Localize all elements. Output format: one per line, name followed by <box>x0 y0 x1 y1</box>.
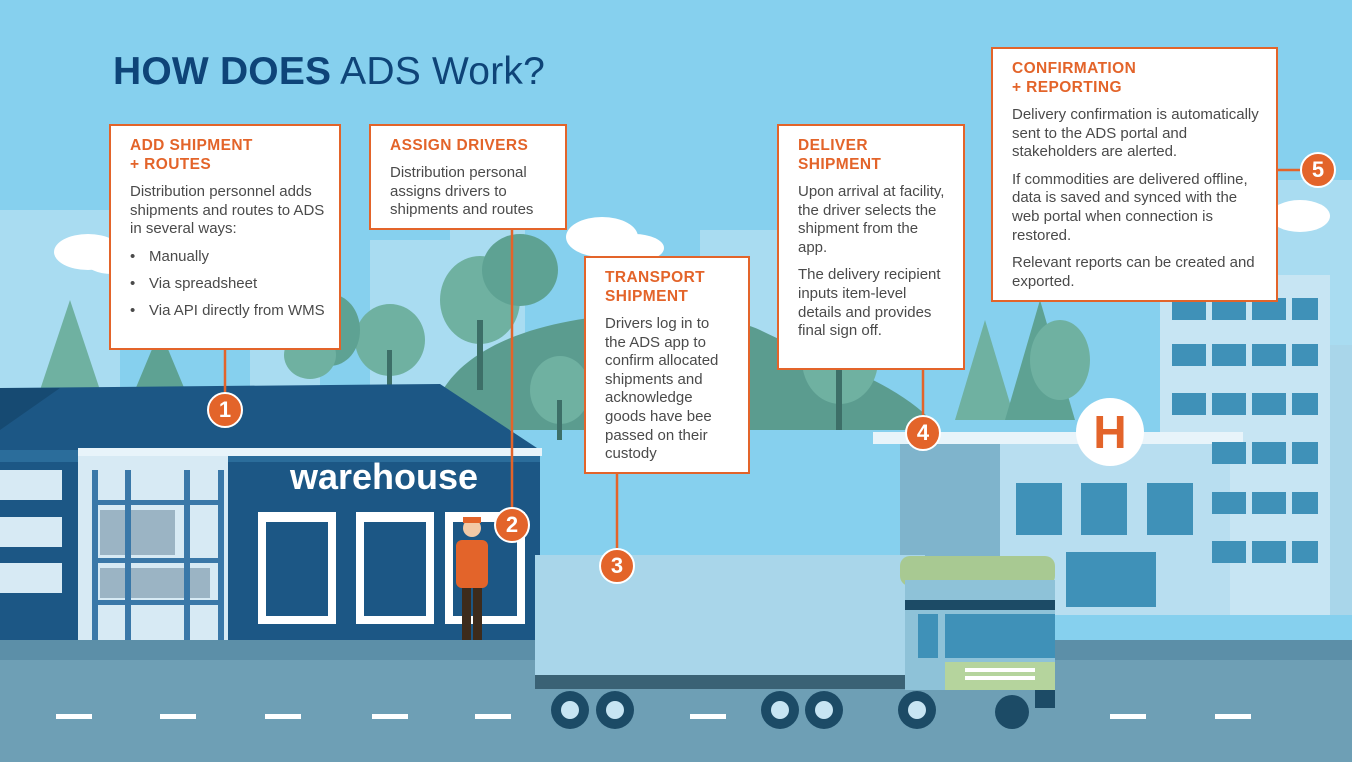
title-rest: ADS Work? <box>340 50 545 93</box>
hospital-sign: H <box>1093 406 1127 458</box>
step-text: Delivery confirmation is automatically s… <box>1012 106 1259 161</box>
step-card-5: CONFIRMATION + REPORTING Delivery confir… <box>991 47 1278 302</box>
step-text: Distribution personnel adds shipments an… <box>130 183 325 238</box>
step-number-badge-2: 2 <box>494 507 530 543</box>
connector-lines <box>223 168 1302 548</box>
list-item: Manually <box>130 248 325 267</box>
step-text: Relevant reports can be created and expo… <box>1012 254 1255 290</box>
step-number-badge-4: 4 <box>905 415 941 451</box>
hospital-building <box>873 275 1352 615</box>
page-title: HOW DOES ADS Work? <box>113 50 545 94</box>
title-bold: HOW DOES <box>113 50 332 93</box>
step-card-4: DELIVER SHIPMENT Upon arrival at facilit… <box>777 124 965 370</box>
road-markings <box>56 714 1251 719</box>
step-text: Distribution personal assigns drivers to… <box>390 164 534 219</box>
step-card-2: ASSIGN DRIVERS Distribution personal ass… <box>369 124 567 230</box>
step-card-1: ADD SHIPMENT + ROUTES Distribution perso… <box>109 124 341 350</box>
step-text: Drivers log in to the ADS app to confirm… <box>605 315 719 463</box>
step-heading: CONFIRMATION + REPORTING <box>1012 60 1137 96</box>
step-card-3: TRANSPORT SHIPMENT Drivers log in to the… <box>584 256 750 474</box>
step-heading: DELIVER SHIPMENT <box>798 137 882 173</box>
delivery-truck <box>535 555 1055 729</box>
step-number-badge-5: 5 <box>1300 152 1336 188</box>
warehouse-sign: warehouse <box>290 456 479 497</box>
step-text: Upon arrival at facility, the driver sel… <box>798 183 945 256</box>
warehouse-building <box>0 384 542 640</box>
step-number-badge-1: 1 <box>207 392 243 428</box>
list-item: Via spreadsheet <box>130 275 325 294</box>
step-heading: ADD SHIPMENT + ROUTES <box>130 137 253 173</box>
step-text: If commodities are delivered offline, da… <box>1012 170 1248 244</box>
step-heading: TRANSPORT SHIPMENT <box>605 269 706 305</box>
step-number-badge-3: 3 <box>599 548 635 584</box>
step-text: The delivery recipient inputs item-level… <box>798 266 941 340</box>
list-item: Via API directly from WMS <box>130 302 325 321</box>
step-heading: ASSIGN DRIVERS <box>390 137 529 154</box>
step-bullet-list: Manually Via spreadsheet Via API directl… <box>130 248 325 321</box>
